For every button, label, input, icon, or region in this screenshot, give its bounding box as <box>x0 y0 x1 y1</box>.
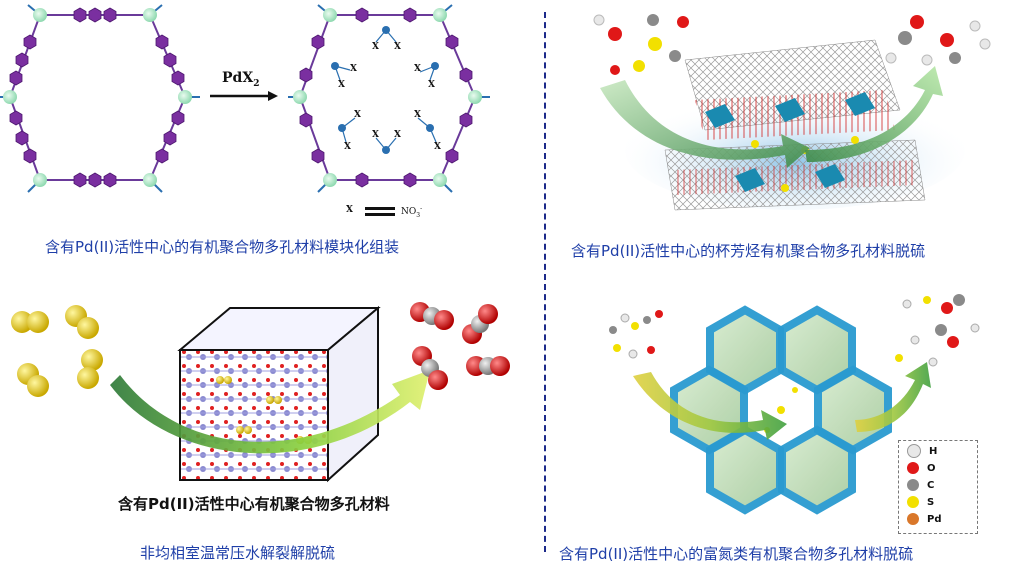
framework-block <box>625 39 965 211</box>
legend-label: Pd <box>927 513 942 525</box>
x-mark: X <box>394 130 401 140</box>
conversion-arrow <box>110 370 430 454</box>
palladium-dot-icon <box>907 513 919 525</box>
x-mark: X <box>350 64 357 74</box>
caption-calixarene-desulfurization: 含有Pd(II)活性中心的杯芳烃有机聚合物多孔材料脱硫 <box>571 242 926 260</box>
legend-item-c: C <box>907 477 934 493</box>
x-mark: X <box>372 130 379 140</box>
x-mark: X <box>428 80 435 90</box>
legend-item-o: O <box>907 460 936 476</box>
carbon-dot-icon <box>907 479 919 491</box>
cube-framework-illustration <box>11 302 510 483</box>
reactant-molecules <box>11 305 103 397</box>
panel-nitrogen-rich-desulfurization: H O C S Pd 含有Pd(II)活性中心的富氮类有机聚合物多孔材料脱硫 <box>555 280 1024 573</box>
hydrogen-dot-icon <box>907 444 921 458</box>
x-mark: X <box>394 42 401 52</box>
x-mark: X <box>338 80 345 90</box>
outflow-arrow <box>855 362 931 432</box>
calixarene-framework-illustration <box>593 14 991 211</box>
x-mark: X <box>414 64 421 74</box>
atom-legend: H O C S Pd <box>898 440 978 534</box>
molecules-left <box>593 14 689 75</box>
reaction-arrow <box>210 91 278 101</box>
panel-calixarene-desulfurization: 含有Pd(II)活性中心的杯芳烃有机聚合物多孔材料脱硫 <box>555 0 1024 270</box>
product-molecules <box>410 302 510 390</box>
legend-label: C <box>927 479 935 491</box>
x-mark: X <box>344 142 351 152</box>
x-mark: X <box>372 42 379 52</box>
honeycomb-framework-illustration <box>609 294 980 530</box>
x-mark: X <box>434 142 441 152</box>
x-mark: X <box>354 110 361 120</box>
outflow-arrow <box>805 66 943 162</box>
panel-divider <box>544 12 546 552</box>
caption-nitrogen-rich-desulfurization: 含有Pd(II)活性中心的富氮类有机聚合物多孔材料脱硫 <box>559 545 914 563</box>
oxygen-dot-icon <box>907 462 919 474</box>
honeycomb <box>674 310 888 510</box>
hexagon-framework-diagram <box>0 4 490 193</box>
x-mark: X <box>414 110 421 120</box>
legend-item-pd: Pd <box>907 511 942 527</box>
reagent-label: PdX2 <box>222 70 260 89</box>
legend-item-h: H <box>907 443 937 459</box>
key-x-label: X <box>346 205 353 215</box>
molecules-right <box>885 15 991 66</box>
legend-label: H <box>929 445 938 457</box>
legend-label: O <box>927 462 936 474</box>
panel-hydrolysis-desulfurization: 含有Pd(II)活性中心有机聚合物多孔材料 非均相室温常压水解裂解脱硫 <box>0 280 540 573</box>
key-no3-label: NO3- <box>401 205 423 219</box>
sulfur-dot-icon <box>907 496 919 508</box>
cube-material-label: 含有Pd(II)活性中心有机聚合物多孔材料 <box>118 495 390 513</box>
caption-hydrolysis-desulfurization: 非均相室温常压水解裂解脱硫 <box>140 544 336 562</box>
product-molecules <box>895 294 980 367</box>
cube <box>177 305 381 483</box>
panel-modular-assembly: PdX2 X X X X X X X X X X X X X NO3- 含有Pd… <box>0 0 540 270</box>
legend-label: S <box>927 496 935 508</box>
legend-item-s: S <box>907 494 934 510</box>
caption-modular-assembly: 含有Pd(II)活性中心的有机聚合物多孔材料模块化组装 <box>45 238 400 256</box>
equals-bar <box>365 207 395 216</box>
inflow-arrow <box>633 372 787 440</box>
right-hexagon <box>288 4 490 193</box>
left-hexagon <box>0 4 200 193</box>
reactant-molecules <box>609 310 663 359</box>
inflow-arrow <box>600 80 810 168</box>
